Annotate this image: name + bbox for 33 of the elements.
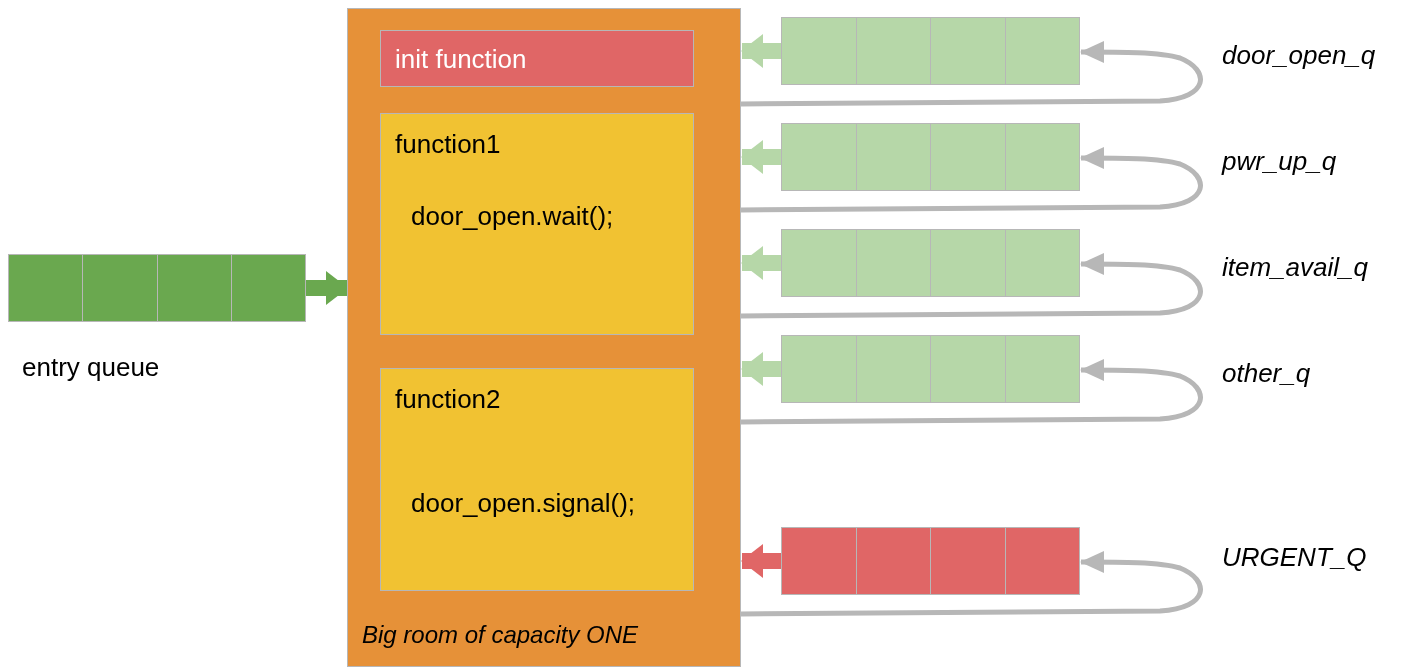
queue-name: door_open_q (1222, 40, 1376, 71)
return-arrow (741, 551, 1203, 617)
queue-bar (781, 17, 1080, 85)
block-arrow (741, 34, 781, 68)
queue-bar (781, 123, 1080, 191)
return-arrow (741, 253, 1203, 319)
return-arrow (741, 41, 1203, 107)
block-arrow (741, 544, 781, 578)
return-arrow (741, 359, 1203, 425)
function-box (380, 113, 694, 335)
block-arrow (741, 352, 781, 386)
queue-bar (8, 254, 306, 322)
queue-bar (781, 229, 1080, 297)
queue-bar (781, 335, 1080, 403)
function-name: function2 (395, 385, 501, 415)
function-name: function1 (395, 130, 501, 160)
room-box (347, 8, 741, 667)
return-arrow (741, 147, 1203, 213)
queue-bar (781, 527, 1080, 595)
block-arrow (304, 271, 348, 305)
queue-name: item_avail_q (1222, 252, 1368, 283)
function-box (380, 30, 694, 87)
block-arrow (741, 246, 781, 280)
queue-name: URGENT_Q (1222, 542, 1367, 573)
block-arrow (741, 140, 781, 174)
function-box (380, 368, 694, 591)
queue-name: other_q (1222, 358, 1311, 389)
code-text: door_open.wait(); (411, 202, 614, 232)
function-name: init function (395, 45, 527, 75)
queue-name: pwr_up_q (1222, 146, 1337, 177)
code-text: door_open.signal(); (411, 489, 636, 519)
room-label: Big room of capacity ONE (362, 621, 639, 649)
queue-label: entry queue (22, 352, 160, 383)
